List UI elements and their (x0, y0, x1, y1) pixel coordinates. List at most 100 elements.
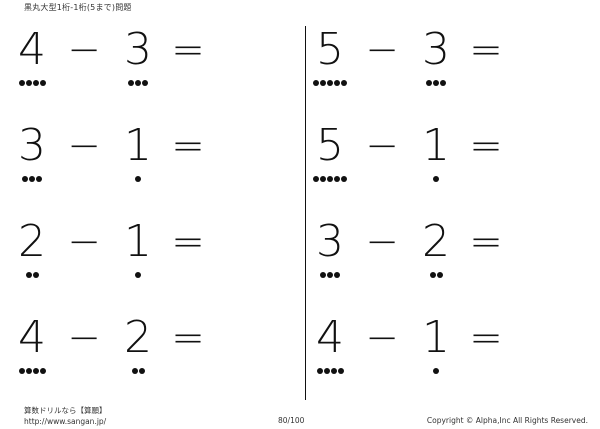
digit: 3 (422, 24, 450, 75)
dot-group (416, 80, 456, 88)
equals-sign: = (469, 315, 503, 361)
count-dot (135, 272, 141, 278)
problem-column-right: 5−3=5−1=3−2=4−1= (310, 22, 570, 382)
count-dot (433, 80, 439, 86)
digit: 1 (124, 216, 152, 267)
digit: 1 (422, 120, 450, 171)
count-dot (138, 368, 145, 374)
minus-sign: − (67, 27, 101, 73)
count-dot (25, 272, 32, 278)
subtrahend: 1 (118, 118, 158, 188)
worksheet-title: 黒丸大型1桁-1桁(5まで)問題 (24, 3, 132, 12)
count-dot (131, 368, 138, 374)
equals-sign: = (171, 123, 205, 169)
minus-sign: − (365, 315, 399, 361)
subtraction-problem: 4−3= (12, 22, 272, 92)
digit: 4 (316, 312, 344, 363)
dot-group (310, 176, 350, 184)
dot-group (310, 80, 350, 88)
minus-sign: − (365, 123, 399, 169)
count-dot (337, 368, 344, 374)
digit: 4 (18, 24, 46, 75)
subtrahend: 2 (416, 214, 456, 284)
count-dot (436, 272, 443, 278)
count-dot (320, 272, 326, 278)
subtraction-problem: 4−1 = (310, 310, 570, 380)
copyright: Copyright © Alpha,Inc All Rights Reserve… (426, 416, 588, 425)
count-dot (135, 80, 141, 86)
site-url[interactable]: http://www.sangan.jp/ (24, 417, 107, 426)
digit: 2 (18, 216, 46, 267)
subtraction-problem: 3−2= (310, 214, 570, 284)
digit: 5 (316, 120, 344, 171)
count-dot (440, 80, 446, 86)
digit: 1 (124, 120, 152, 171)
equals-sign: = (171, 219, 205, 265)
dot-group (12, 176, 52, 184)
equals-sign: = (171, 315, 205, 361)
digit: 3 (18, 120, 46, 171)
digit: 2 (124, 312, 152, 363)
count-dot (327, 80, 333, 86)
count-dot (142, 80, 148, 86)
digit: 3 (124, 24, 152, 75)
subtraction-problem: 5−3= (310, 22, 570, 92)
count-dot (22, 176, 28, 182)
minus-sign: − (365, 27, 399, 73)
count-dot (320, 176, 326, 182)
problem-column-left: 4−3=3−1=2−1=4−2= (12, 22, 272, 382)
dot-group (118, 272, 158, 280)
footer-left: 算数ドリルなら【算願】 http://www.sangan.jp/ (24, 405, 107, 427)
minus-sign: − (67, 123, 101, 169)
subtraction-problem: 4−2 = (12, 310, 272, 380)
count-dot (316, 368, 323, 374)
count-dot (135, 176, 141, 182)
subtraction-problem: 5−1 = (310, 118, 570, 188)
count-dot (313, 80, 319, 86)
subtrahend: 3 (118, 22, 158, 92)
count-dot (341, 176, 347, 182)
count-dot (334, 80, 340, 86)
minuend: 4 (310, 310, 350, 380)
count-dot (25, 368, 32, 374)
dot-group (118, 368, 158, 376)
dot-group (310, 368, 350, 376)
count-dot (426, 80, 432, 86)
count-dot (39, 368, 46, 374)
digit: 2 (422, 216, 450, 267)
minuend: 4 (12, 310, 52, 380)
count-dot (323, 368, 330, 374)
count-dot (36, 176, 42, 182)
page-number: 80/100 (278, 416, 305, 425)
minuend: 3 (12, 118, 52, 188)
dot-group (416, 368, 456, 376)
dot-group (12, 80, 52, 88)
dot-group (118, 80, 158, 88)
minus-sign: − (67, 219, 101, 265)
digit: 1 (422, 312, 450, 363)
minuend: 2 (12, 214, 52, 284)
minus-sign: − (67, 315, 101, 361)
subtrahend: 1 (416, 118, 456, 188)
count-dot (32, 80, 39, 86)
count-dot (39, 80, 46, 86)
dot-group (12, 272, 52, 280)
subtraction-problem: 2−1 = (12, 214, 272, 284)
count-dot (429, 272, 436, 278)
minuend: 5 (310, 22, 350, 92)
equals-sign: = (469, 123, 503, 169)
dot-group (416, 176, 456, 184)
subtrahend: 1 (416, 310, 456, 380)
dot-group (416, 272, 456, 280)
count-dot (32, 272, 39, 278)
minuend: 3 (310, 214, 350, 284)
dot-group (118, 176, 158, 184)
site-name: 算数ドリルなら【算願】 (24, 406, 107, 415)
count-dot (32, 368, 39, 374)
digit: 3 (316, 216, 344, 267)
column-divider (305, 26, 306, 400)
digit: 5 (316, 24, 344, 75)
count-dot (25, 80, 32, 86)
count-dot (128, 80, 134, 86)
count-dot (320, 80, 326, 86)
